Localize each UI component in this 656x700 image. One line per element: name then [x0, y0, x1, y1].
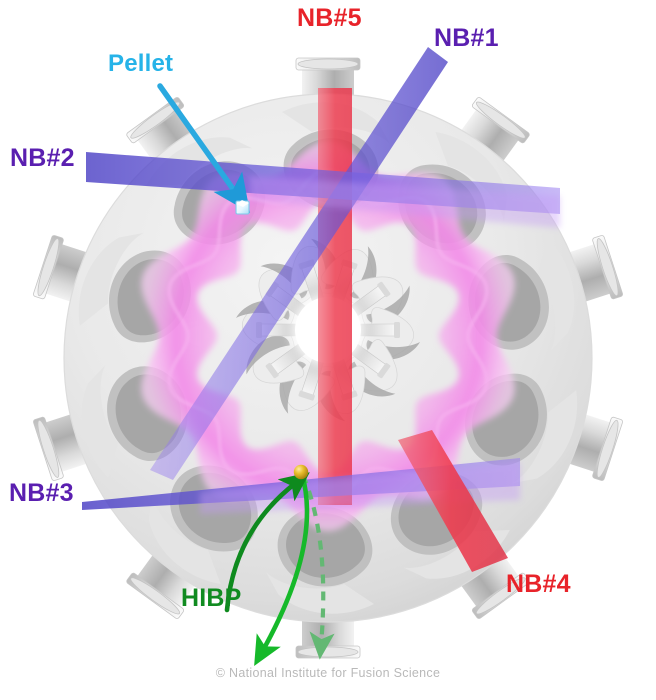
label-nb3: NB#3 [9, 479, 74, 507]
hibp-diagnostic [224, 464, 335, 667]
neutral-beam-nb4 [398, 430, 508, 572]
label-nb5: NB#5 [297, 4, 362, 32]
pellet-injection [157, 83, 251, 215]
label-pellet: Pellet [108, 50, 174, 77]
neutral-beam-nb5 [318, 88, 352, 505]
pellet-marker [235, 200, 250, 215]
neutral-beam-nb1 [150, 47, 448, 480]
vessel-port [33, 235, 98, 305]
copyright-notice: © National Institute for Fusion Science [215, 666, 441, 680]
hibp-sample-volume-marker [293, 464, 309, 480]
vessel-port [454, 97, 530, 170]
label-hibp: HIBP [181, 584, 242, 612]
label-nb4: NB#4 [506, 570, 571, 598]
label-nb1: NB#1 [434, 24, 499, 52]
neutral-beam-nb2 [86, 152, 560, 228]
label-nb2: NB#2 [10, 144, 75, 172]
helical-coil-petal [81, 365, 188, 478]
